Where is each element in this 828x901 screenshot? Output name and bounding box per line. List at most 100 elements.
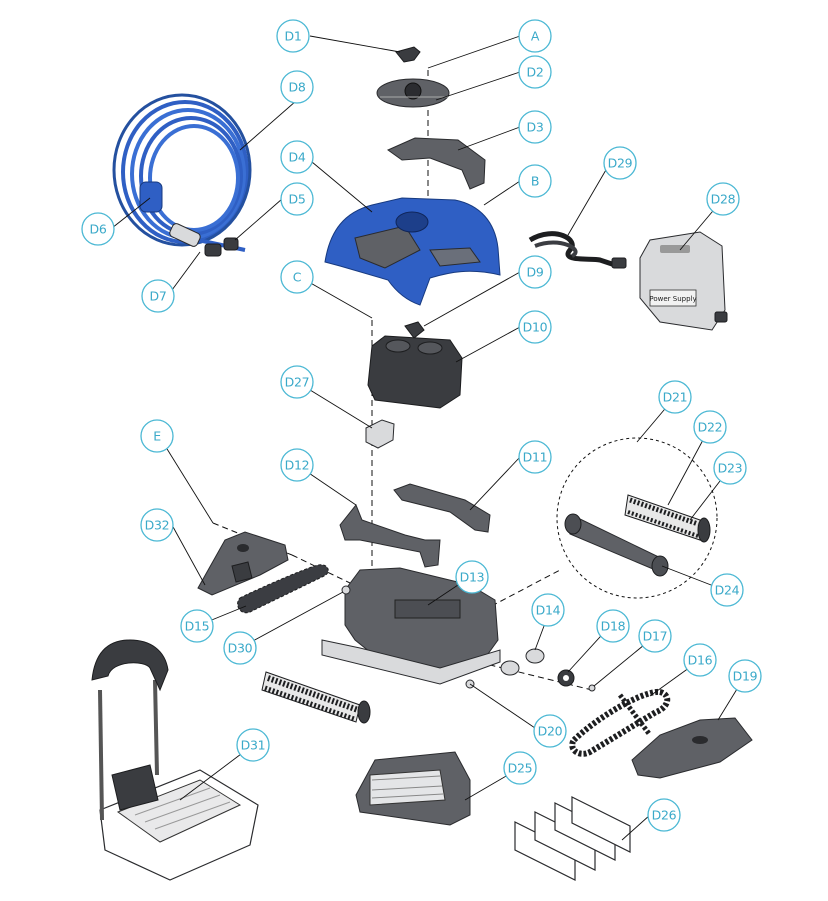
power-supply-label: Power Supply bbox=[649, 295, 696, 303]
part-d26-filters bbox=[514, 796, 631, 881]
svg-text:D6: D6 bbox=[90, 222, 107, 237]
callout-d26: D26 bbox=[647, 798, 681, 832]
part-d8-cable bbox=[112, 93, 252, 252]
svg-text:D13: D13 bbox=[460, 570, 485, 585]
svg-text:D18: D18 bbox=[601, 619, 626, 634]
part-d10-motor bbox=[367, 335, 463, 409]
svg-text:D24: D24 bbox=[715, 583, 740, 598]
svg-text:D30: D30 bbox=[228, 641, 253, 656]
callout-d15: D15 bbox=[180, 609, 214, 643]
part-d13-chassis bbox=[321, 567, 501, 685]
part-d12-bracket bbox=[339, 504, 441, 568]
callout-d5: D5 bbox=[280, 182, 314, 216]
part-d28-power-supply: Power Supply bbox=[639, 231, 728, 331]
part-d31-caddy bbox=[91, 639, 259, 881]
part-d2-top-plate bbox=[376, 78, 450, 108]
part-d27-clip bbox=[365, 419, 395, 449]
svg-text:D32: D32 bbox=[145, 518, 170, 533]
part-d29-cable bbox=[528, 231, 627, 269]
callout-d25: D25 bbox=[503, 751, 537, 785]
svg-text:D21: D21 bbox=[663, 390, 688, 405]
part-d21-brush-assembly bbox=[564, 513, 669, 577]
svg-text:D5: D5 bbox=[289, 192, 306, 207]
part-d22-brush bbox=[624, 494, 701, 541]
svg-text:D3: D3 bbox=[527, 120, 544, 135]
callout-d22: D22 bbox=[693, 410, 727, 444]
callout-a: A bbox=[518, 19, 552, 53]
callout-d32: D32 bbox=[140, 508, 174, 542]
callout-d23: D23 bbox=[713, 451, 747, 485]
part-d1-clip bbox=[395, 46, 421, 63]
svg-text:D8: D8 bbox=[289, 80, 306, 95]
callout-d31: D31 bbox=[236, 728, 270, 762]
svg-text:D26: D26 bbox=[652, 808, 677, 823]
callout-d10: D10 bbox=[518, 310, 552, 344]
svg-text:D2: D2 bbox=[527, 65, 544, 80]
callout-d1: D1 bbox=[276, 19, 310, 53]
svg-text:E: E bbox=[153, 429, 161, 444]
callout-d16: D16 bbox=[683, 643, 717, 677]
callout-d29: D29 bbox=[603, 146, 637, 180]
svg-text:D7: D7 bbox=[150, 289, 167, 304]
part-d19-side-panel bbox=[631, 717, 753, 779]
callout-d11: D11 bbox=[518, 440, 552, 474]
svg-text:D10: D10 bbox=[523, 320, 548, 335]
part-d18-bearing bbox=[557, 669, 575, 687]
callout-c: C bbox=[280, 260, 314, 294]
svg-text:D20: D20 bbox=[538, 724, 563, 739]
svg-text:D16: D16 bbox=[688, 653, 713, 668]
part-d16-track bbox=[569, 688, 671, 757]
svg-text:D17: D17 bbox=[643, 629, 668, 644]
part-d23-brush-end bbox=[697, 517, 711, 543]
callout-d30: D30 bbox=[223, 631, 257, 665]
callout-d14: D14 bbox=[531, 593, 565, 627]
svg-text:D22: D22 bbox=[698, 420, 723, 435]
svg-text:D14: D14 bbox=[536, 603, 561, 618]
svg-text:B: B bbox=[531, 174, 539, 189]
part-d9-clip bbox=[404, 321, 425, 339]
svg-text:D31: D31 bbox=[241, 738, 266, 753]
callout-d4: D4 bbox=[280, 140, 314, 174]
callout-d21: D21 bbox=[658, 380, 692, 414]
callout-e: E bbox=[140, 419, 174, 453]
callout-d6: D6 bbox=[81, 212, 115, 246]
callout-d7: D7 bbox=[141, 279, 175, 313]
callout-d13: D13 bbox=[455, 560, 489, 594]
svg-text:A: A bbox=[531, 29, 540, 44]
part-d32-side-panel bbox=[197, 531, 289, 596]
callout-d24: D24 bbox=[710, 573, 744, 607]
svg-text:D1: D1 bbox=[285, 29, 302, 44]
callout-d3: D3 bbox=[518, 110, 552, 144]
svg-text:D9: D9 bbox=[527, 265, 544, 280]
part-d6-swivel bbox=[139, 181, 163, 213]
part-d3-bracket bbox=[386, 137, 486, 190]
part-brush-lower bbox=[261, 671, 371, 724]
callout-d12: D12 bbox=[280, 448, 314, 482]
part-d4-body-cover bbox=[324, 197, 501, 306]
callout-d9: D9 bbox=[518, 255, 552, 289]
part-d30-bearing bbox=[341, 585, 351, 595]
svg-text:D28: D28 bbox=[711, 192, 736, 207]
part-d17-pin bbox=[588, 684, 596, 692]
svg-text:D25: D25 bbox=[508, 761, 533, 776]
callout-d17: D17 bbox=[638, 619, 672, 653]
part-d15-track bbox=[237, 564, 329, 614]
svg-text:D27: D27 bbox=[285, 375, 310, 390]
part-d25-filter-tray bbox=[355, 751, 471, 826]
callout-d18: D18 bbox=[596, 609, 630, 643]
svg-text:C: C bbox=[293, 270, 302, 285]
svg-text:D19: D19 bbox=[733, 669, 758, 684]
callout-d2: D2 bbox=[518, 55, 552, 89]
callout-d28: D28 bbox=[706, 182, 740, 216]
part-d11-bracket bbox=[393, 483, 491, 533]
svg-text:D15: D15 bbox=[185, 619, 210, 634]
svg-text:D11: D11 bbox=[523, 450, 548, 465]
callout-d19: D19 bbox=[728, 659, 762, 693]
part-d5-d7-connectors bbox=[169, 223, 239, 257]
svg-text:D12: D12 bbox=[285, 458, 310, 473]
part-d14-ring bbox=[500, 648, 545, 676]
callout-d8: D8 bbox=[280, 70, 314, 104]
callout-d20: D20 bbox=[533, 714, 567, 748]
svg-text:D23: D23 bbox=[718, 461, 743, 476]
